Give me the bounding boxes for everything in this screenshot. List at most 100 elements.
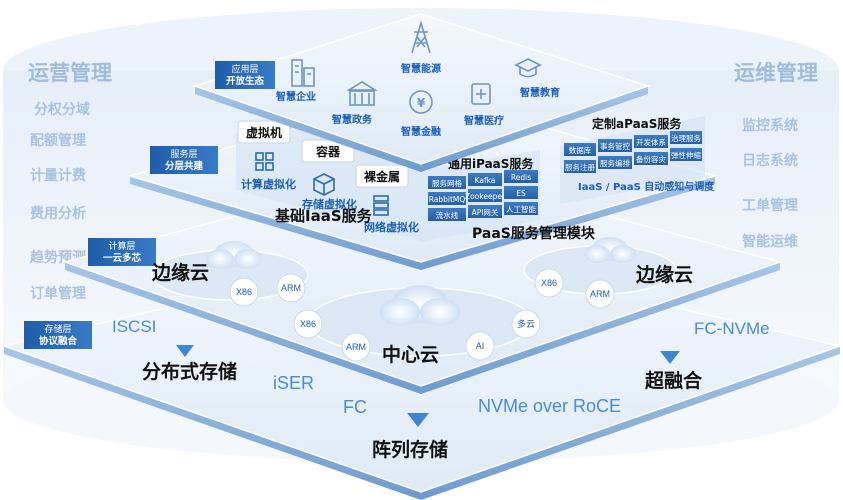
left-panel-item: 计量计费 [30,167,86,184]
edge-cloud-right-label: 边缘云 [635,264,693,286]
arrow-down-icon [407,413,429,427]
iaas-item: 计算虚拟化 [241,177,296,191]
chip-label: ARM [346,342,366,352]
apaas-cell: 服务编排 [600,158,630,168]
left-panel-item: 费用分析 [30,205,86,222]
protocol-iser: iSER [273,373,314,393]
svg-text:存储层: 存储层 [44,323,71,335]
array-storage-label: 阵列存储 [372,438,448,461]
ipaas-cell: RabbitMQ [429,195,466,204]
hyper-converged-label: 超融合 [644,369,703,392]
edge-cloud-left-label: 边缘云 [151,262,209,284]
buildings-icon [291,59,315,87]
app-item-label: 智慧金融 [401,125,441,138]
service-layer: 服务层 分层共建 虚拟机 容器 裸金属 计算虚拟化 存储虚拟化 [127,91,718,270]
iaas-item: 存储虚拟化 [302,197,357,211]
iaas-tab: 容器 [315,144,341,159]
left-panel-item: 订单管理 [30,285,86,302]
cloud-icon [380,285,460,326]
iaas-tab: 裸金属 [364,169,400,184]
chip-label: 多云 [517,318,535,329]
ipaas-cell: Zookeeper [465,192,506,201]
protocol-iscsi: ISCSI [112,317,156,336]
arrow-down-icon [176,345,194,357]
right-panel-title: 运维管理 [734,61,818,85]
right-panel-item: 日志系统 [742,152,798,169]
apaas-cell: 服务注册 [565,162,595,172]
chip-label: X86 [236,287,252,297]
paas-module-title: PaaS服务管理模块 [472,225,596,242]
apaas-cell: 数据库 [569,145,592,155]
graduation-cap-icon [514,58,542,78]
right-panel-item: 工单管理 [742,197,798,214]
apaas-title: 定制aPaaS服务 [592,116,682,131]
apaas-cell: 治理服务 [671,133,701,143]
ipaas-cell: API网关 [472,207,499,217]
apaas-cell: 备份容灾 [636,154,666,164]
left-panel-item: 配额管理 [30,132,86,149]
protocol-nvme-over-roce: NVMe over RoCE [478,396,621,416]
arrow-down-icon [660,351,680,364]
chip-label: ARM [590,289,610,299]
service-layer-tag: 服务层 分层共建 [150,146,218,174]
chip-label: X86 [541,278,557,288]
app-item-label: 智慧医疗 [464,114,504,127]
apaas-cell: 开发体系 [636,137,666,147]
left-panel-item: 分权分域 [34,101,90,118]
auto-sense-label: IaaS / PaaS 自动感知与调度 [578,180,715,193]
iaas-tab: 虚拟机 [246,125,282,140]
svg-text:应用层: 应用层 [231,63,258,75]
apaas-cell: 事务管控 [600,141,630,151]
svg-text:¥: ¥ [417,96,426,110]
chip-label: X86 [300,319,316,329]
ipaas-cell: 服务网格 [432,178,462,188]
server-icon [373,195,389,216]
apaas-cell: 弹性伸缩 [671,150,701,160]
cube-icon [313,173,335,196]
app-item-label: 智慧政务 [332,113,373,126]
app-item-label: 智慧能源 [401,62,441,75]
svg-text:一云多芯: 一云多芯 [103,252,142,264]
government-icon [346,81,378,106]
cloud-icon [584,237,636,263]
ipaas-cell: ES [516,189,526,198]
grid-icon [255,152,274,171]
application-layer: 应用层 开放生态 智慧能源 智慧企业 智慧政务 ¥ 智慧金融 [192,13,651,172]
ipaas-cell: 人工智能 [506,204,536,214]
left-panel-title: 运营管理 [28,61,112,85]
medical-kit-icon [471,83,491,105]
right-panel: 运维管理 监控系统 日志系统 工单管理 智能运维 [734,61,818,250]
iaas-item: 网络虚拟化 [364,220,419,234]
app-layer-tag: 应用层 开放生态 [215,61,275,89]
svg-text:服务层: 服务层 [170,148,197,160]
distributed-storage-label: 分布式存储 [142,360,237,383]
power-tower-icon [411,20,431,54]
compute-layer: 计算层 一云多芯 X86 ARM X86 ARM [62,165,783,394]
iaas-block: 虚拟机 容器 裸金属 计算虚拟化 存储虚拟化 网络虚拟化 基础IaaS服务 [236,120,420,240]
ipaas-cell: Kafka [475,176,496,185]
app-item-label: 智慧企业 [276,90,316,103]
storage-layer-tag: 存储层 协议融合 [24,321,92,349]
apaas-block: 定制aPaaS服务 数据库 事务管控 开发体系 治理服务 服务注册 服务编排 备… [560,116,715,204]
svg-text:开放生态: 开放生态 [226,75,265,87]
ipaas-block: 通用iPaaS服务 服务网格 Kafka Redis RabbitMQ Zook… [420,150,540,242]
iaas-title: 基础IaaS服务 [274,207,373,225]
app-item-label: 智慧教育 [520,86,560,99]
svg-text:计算层: 计算层 [108,240,135,252]
svg-text:分层共建: 分层共建 [165,160,204,172]
chip-label: ARM [281,283,301,293]
protocol-fc: FC [343,397,367,417]
chip-label: AI [476,341,485,351]
compute-layer-tag: 计算层 一云多芯 [88,238,156,266]
protocol-fc-nvme: FC-NVMe [694,319,770,338]
right-panel-item: 监控系统 [742,117,798,134]
svg-text:协议融合: 协议融合 [39,335,78,347]
right-panel-item: 智能运维 [741,233,798,250]
ipaas-cell: 流水线 [436,210,459,220]
yuan-coin-icon: ¥ [409,90,433,114]
cloud-icon [206,241,262,269]
center-cloud-label: 中心云 [382,343,439,366]
ipaas-cell: Redis [511,173,531,182]
ipaas-title: 通用iPaaS服务 [448,156,534,171]
